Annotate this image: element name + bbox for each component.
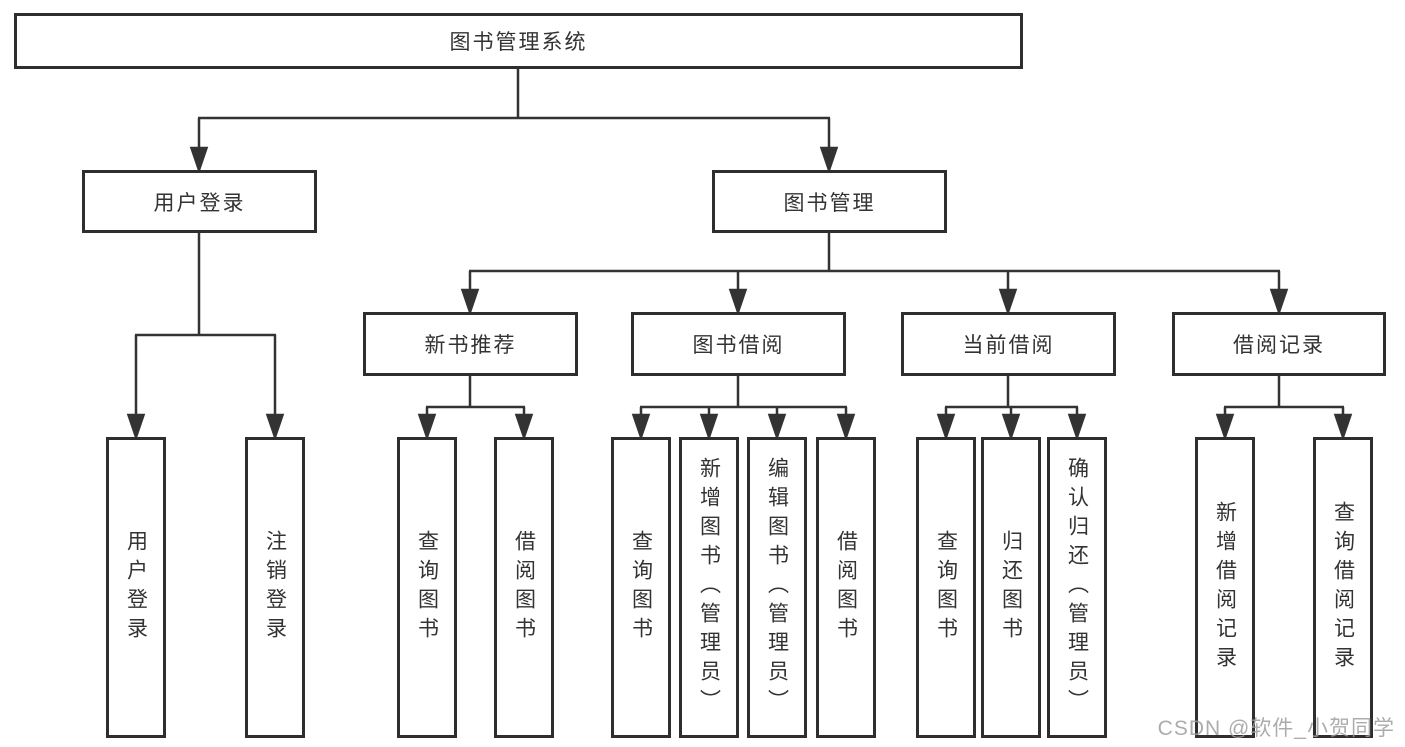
node-new-book-recommend-label: 新书推荐 [424, 334, 517, 357]
node-new-book-recommend: 新书推荐 [363, 312, 578, 376]
leaf-current-query-book-label: 查询图书 [934, 529, 958, 646]
leaf-add-book-admin-label: 新增图书（管理员） [697, 457, 721, 718]
leaf-edit-book-admin-label: 编辑图书（管理员） [765, 457, 789, 718]
node-user-login-branch-label: 用户登录 [153, 191, 246, 215]
leaf-current-query-book: 查询图书 [916, 437, 976, 738]
leaf-return-book: 归还图书 [981, 437, 1041, 738]
node-library-system-label: 图书管理系统 [449, 31, 588, 54]
leaf-edit-book-admin: 编辑图书（管理员） [747, 437, 807, 738]
leaf-query-borrow-record: 查询借阅记录 [1313, 437, 1373, 738]
leaf-recommend-borrow-book: 借阅图书 [494, 437, 554, 738]
node-book-management: 图书管理 [712, 170, 947, 233]
node-borrow-records-label: 借阅记录 [1233, 334, 1325, 357]
leaf-recommend-borrow-book-label: 借阅图书 [512, 529, 536, 646]
leaf-confirm-return-admin: 确认归还（管理员） [1047, 437, 1107, 738]
leaf-borrow-query-book: 查询图书 [611, 437, 671, 738]
node-user-login-branch: 用户登录 [82, 170, 317, 233]
leaf-user-login: 用户登录 [106, 437, 166, 738]
leaf-add-book-admin: 新增图书（管理员） [679, 437, 739, 738]
leaf-recommend-query-book-label: 查询图书 [415, 529, 439, 646]
leaf-logout-label: 注销登录 [263, 529, 287, 646]
node-current-borrow: 当前借阅 [901, 312, 1116, 376]
leaf-query-borrow-record-label: 查询借阅记录 [1331, 500, 1355, 675]
leaf-borrow-book: 借阅图书 [816, 437, 876, 738]
leaf-confirm-return-admin-label: 确认归还（管理员） [1065, 457, 1089, 718]
leaf-recommend-query-book: 查询图书 [397, 437, 457, 738]
leaf-borrow-book-label: 借阅图书 [834, 529, 858, 646]
node-library-system: 图书管理系统 [14, 13, 1023, 69]
leaf-user-login-label: 用户登录 [124, 529, 148, 646]
leaf-add-borrow-record-label: 新增借阅记录 [1213, 500, 1237, 675]
watermark: CSDN @软件_小贺同学 [1157, 717, 1395, 740]
node-book-management-label: 图书管理 [783, 191, 876, 215]
leaf-borrow-query-book-label: 查询图书 [629, 529, 653, 646]
leaf-logout: 注销登录 [245, 437, 305, 738]
node-book-borrow-label: 图书借阅 [692, 334, 785, 357]
node-borrow-records: 借阅记录 [1172, 312, 1386, 376]
node-current-borrow-label: 当前借阅 [962, 334, 1055, 357]
leaf-return-book-label: 归还图书 [999, 529, 1023, 646]
node-book-borrow: 图书借阅 [631, 312, 846, 376]
leaf-add-borrow-record: 新增借阅记录 [1195, 437, 1255, 738]
